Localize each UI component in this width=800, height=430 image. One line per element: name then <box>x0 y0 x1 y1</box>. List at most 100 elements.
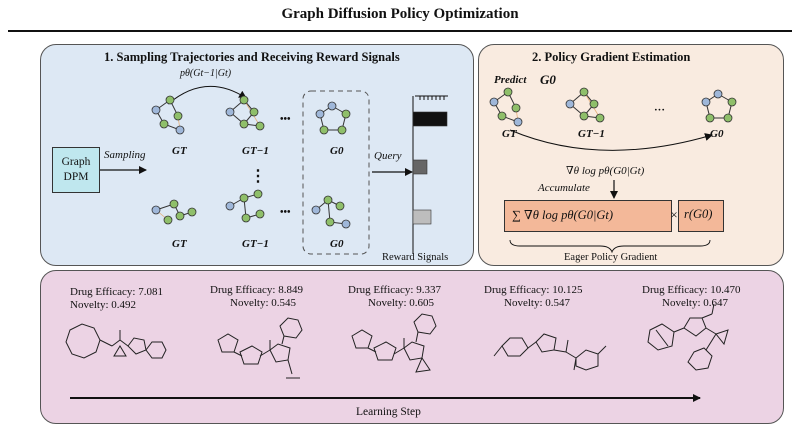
label-gt-bottom: GT <box>172 238 187 250</box>
graph-node <box>175 125 185 135</box>
graph-node <box>151 205 161 215</box>
times-sign: × <box>670 207 678 222</box>
graph-node <box>151 105 161 115</box>
graph-node <box>225 107 235 117</box>
graph-node <box>337 125 347 135</box>
vertical-ellipsis: ⋮ <box>250 168 266 185</box>
panel2-title: 2. Policy Gradient Estimation <box>532 50 691 64</box>
graph-node <box>319 125 329 135</box>
graph-node <box>169 199 179 209</box>
ellipsis-bottom: ••• <box>280 207 291 218</box>
graph-node <box>595 113 605 123</box>
graph-node <box>701 97 711 107</box>
molecule-5 <box>647 303 729 371</box>
graph-node <box>255 121 265 131</box>
p2-graph-noisy <box>489 87 523 127</box>
transition-label: pθ(Gt−1|Gt) <box>180 68 232 79</box>
reward-box <box>678 200 724 232</box>
graph-noisy-top <box>151 95 185 135</box>
graph-node <box>173 111 183 121</box>
predict-target: G0 <box>540 72 556 87</box>
mol1-efficacy: Drug Efficacy: 7.081 <box>70 286 163 298</box>
graph-node <box>159 119 169 129</box>
graph-node <box>513 117 523 127</box>
graph-node <box>511 103 521 113</box>
label-gt1-top: GT−1 <box>242 145 269 157</box>
graph-node <box>565 99 575 109</box>
graph-noisy-bottom <box>151 199 197 225</box>
reward-term: r(G0) <box>684 207 713 221</box>
label-gt1-bottom: GT−1 <box>242 238 269 250</box>
p2-label-gt: GT <box>502 128 517 140</box>
panel1-title: 1. Sampling Trajectories and Receiving R… <box>104 50 400 64</box>
graph-node <box>323 195 333 205</box>
graph-node <box>239 119 249 129</box>
sum-term: ∑ ∇θ log pθ(G0|Gt) <box>512 208 614 222</box>
mol2-efficacy: Drug Efficacy: 8.849 <box>210 284 303 296</box>
graph-node <box>311 205 321 215</box>
graph-node <box>727 97 737 107</box>
p2-graph-final <box>701 89 737 123</box>
molecule-1 <box>65 323 167 359</box>
graph-node <box>489 97 499 107</box>
p2-graph-mid <box>565 87 605 123</box>
gradient-term: ∇θ log pθ(G0|Gt) <box>566 165 645 177</box>
eager-gradient-label: Eager Policy Gradient <box>564 252 658 263</box>
learning-step-label: Learning Step <box>356 406 421 418</box>
mol1-novelty: Novelty: 0.492 <box>70 299 136 311</box>
label-g0-bottom: G0 <box>330 238 344 250</box>
mol3-efficacy: Drug Efficacy: 9.337 <box>348 284 441 296</box>
graph-node <box>315 109 325 119</box>
accumulate-label: Accumulate <box>538 182 590 194</box>
graph-node <box>497 111 507 121</box>
graph-dpm-box: Graph DPM <box>52 147 100 193</box>
graph-node <box>579 87 589 97</box>
title-divider <box>8 30 792 32</box>
mol4-efficacy: Drug Efficacy: 10.125 <box>484 284 583 296</box>
graph-mid-top <box>225 95 265 131</box>
graph-node <box>723 113 733 123</box>
predict-arrow <box>509 129 713 151</box>
graph-node <box>341 219 351 229</box>
reward-bar <box>412 111 448 127</box>
sum-gradient-box <box>504 200 672 232</box>
mol4-novelty: Novelty: 0.547 <box>504 297 570 309</box>
graph-node <box>255 209 265 219</box>
mol3-novelty: Novelty: 0.605 <box>368 297 434 309</box>
label-gt-top: GT <box>172 145 187 157</box>
query-label: Query <box>374 150 402 162</box>
molecule-3 <box>351 313 437 373</box>
graph-node <box>165 95 175 105</box>
graph-node <box>175 211 185 221</box>
reward-signals-label: Reward Signals <box>382 252 449 263</box>
graph-node <box>163 215 173 225</box>
graph-node <box>239 193 249 203</box>
final-graph-box <box>302 90 370 255</box>
reward-bar <box>412 159 428 175</box>
graph-mid-bottom <box>225 189 265 223</box>
ellipsis-top: ••• <box>280 114 291 125</box>
graph-final-top <box>315 101 351 135</box>
predict-label: Predict <box>494 74 527 86</box>
graph-node <box>341 109 351 119</box>
graph-node <box>713 89 723 99</box>
molecule-4 <box>493 333 607 371</box>
reward-bar <box>412 209 432 225</box>
graph-node <box>249 107 259 117</box>
p2-ellipsis: ··· <box>654 104 666 116</box>
label-g0-top: G0 <box>330 145 344 157</box>
sampling-panel <box>40 44 474 266</box>
graph-node <box>325 217 335 227</box>
eager-brace <box>509 239 711 254</box>
graph-node <box>225 201 235 211</box>
graph-node <box>335 201 345 211</box>
graph-node <box>503 87 513 97</box>
graph-node <box>239 95 249 105</box>
p2-label-g0: G0 <box>710 128 724 140</box>
graph-node <box>589 99 599 109</box>
reward-ticks <box>415 95 448 100</box>
sampling-label: Sampling <box>104 149 146 161</box>
graph-node <box>705 113 715 123</box>
molecule-2 <box>217 317 303 379</box>
